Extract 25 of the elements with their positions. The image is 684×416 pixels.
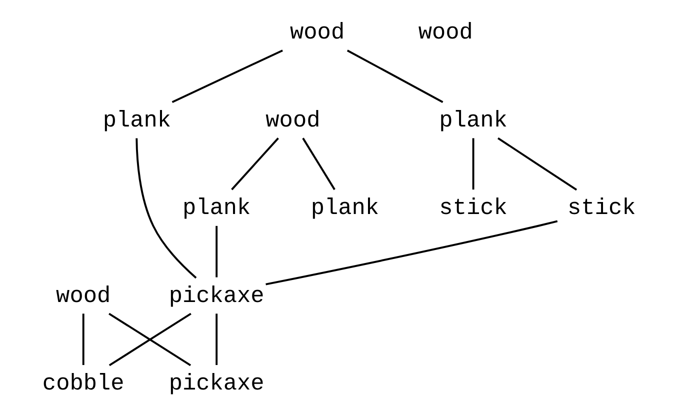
connector: [215, 314, 218, 366]
connector: [108, 312, 191, 366]
node-text: wood: [290, 20, 344, 46]
connector: [265, 220, 558, 286]
connector: [346, 50, 443, 103]
connector: [171, 50, 282, 103]
node-text: plank: [182, 195, 250, 222]
node-text: stick: [567, 195, 636, 222]
connector: [230, 138, 278, 190]
node-text: wood: [418, 20, 472, 46]
node-text: pickaxe: [168, 370, 264, 396]
node-text: pickaxe: [168, 282, 264, 309]
connector: [472, 138, 474, 190]
node-text: plank: [310, 195, 379, 222]
connector: [497, 137, 577, 191]
node-text: wood: [265, 107, 320, 134]
node-text: plank: [438, 107, 507, 134]
node-text: wood: [56, 282, 110, 309]
connector: [82, 314, 84, 366]
node-text: cobble: [42, 370, 124, 396]
node-text: stick: [438, 195, 507, 222]
connector: [135, 138, 196, 279]
connector: [215, 226, 218, 278]
connector: [302, 138, 335, 190]
node-text: plank: [102, 107, 171, 134]
